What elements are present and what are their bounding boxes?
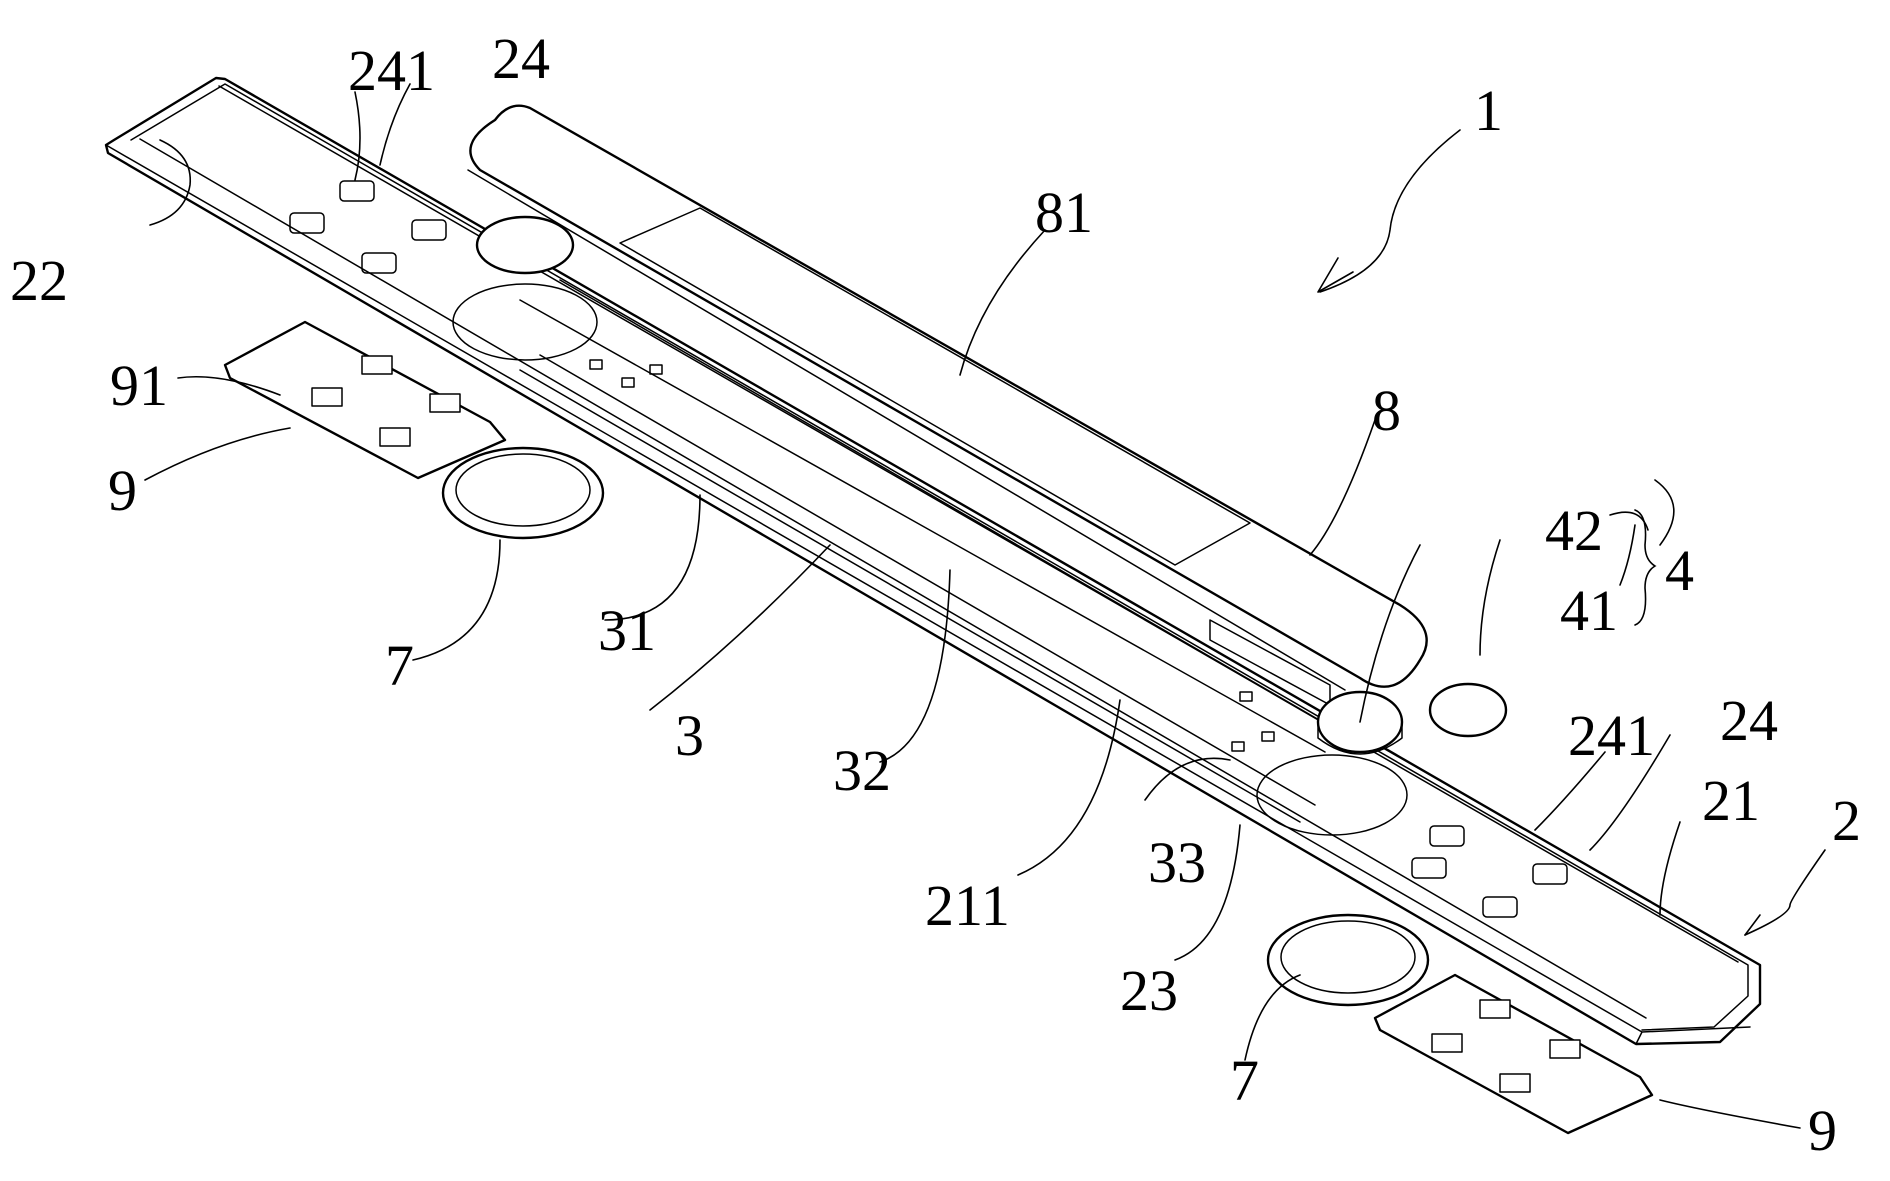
label-81: 81	[1035, 180, 1093, 245]
label-8: 8	[1372, 378, 1401, 443]
ring-7-right	[1266, 913, 1430, 1007]
label-24-top: 24	[492, 26, 550, 91]
button-41	[1428, 682, 1508, 738]
label-41: 41	[1560, 578, 1618, 643]
label-42: 42	[1545, 498, 1603, 563]
plate-9-right	[1373, 973, 1654, 1135]
knob-42	[1316, 690, 1404, 755]
label-32: 32	[833, 738, 891, 803]
knob-left	[475, 215, 575, 275]
label-211: 211	[925, 873, 1010, 938]
holes-241-right	[1411, 825, 1568, 918]
leader-lines	[144, 83, 1826, 1129]
label-9-left: 9	[108, 458, 137, 523]
ring-7-left	[441, 446, 605, 540]
label-7-right: 7	[1230, 1048, 1259, 1113]
label-9-right: 9	[1808, 1098, 1837, 1163]
label-2: 2	[1832, 788, 1861, 853]
label-4: 4	[1665, 538, 1694, 603]
brace-4	[1634, 509, 1657, 626]
label-21: 21	[1702, 768, 1760, 833]
label-1: 1	[1474, 78, 1503, 143]
label-33: 33	[1148, 830, 1206, 895]
label-241-right: 241	[1568, 703, 1655, 768]
label-7-left: 7	[385, 633, 414, 698]
label-91: 91	[110, 353, 168, 418]
label-3: 3	[675, 703, 704, 768]
label-23: 23	[1120, 958, 1178, 1023]
cover-8	[467, 104, 1428, 706]
label-31: 31	[598, 598, 656, 663]
label-241-top: 241	[348, 38, 435, 103]
reference-labels: 1 2 3 4 7 7 8 9 9 21 22 23 24 24 31 32 3…	[10, 26, 1861, 1163]
holes-241-left	[289, 180, 447, 274]
base-plate	[104, 76, 1762, 1046]
circuit-board	[519, 279, 1346, 753]
label-24-right: 24	[1720, 688, 1778, 753]
plate-9-left	[223, 320, 507, 480]
label-22: 22	[10, 248, 68, 313]
